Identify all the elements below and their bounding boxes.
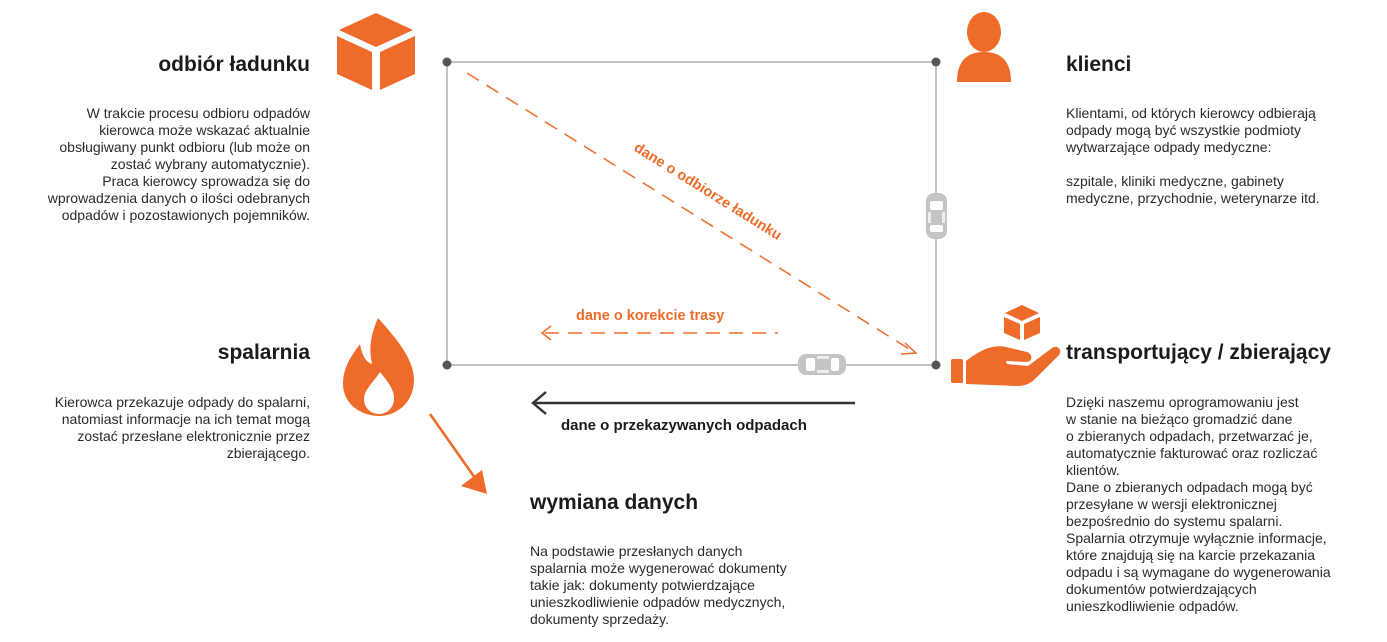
correction-edge-label: dane o korekcie trasy	[576, 308, 724, 324]
transporter-description: Dzięki naszemu oprogramowaniu jest w sta…	[1066, 394, 1331, 614]
data-exchange-section: wymiana danych Na podstawie przesłanych …	[530, 490, 850, 628]
clients-section: klienci Klientami, od których kierowcy o…	[1066, 52, 1386, 207]
data-exchange-title: wymiana danych	[530, 491, 699, 514]
pickup-section: odbiór ładunku W trakcie procesu odbioru…	[0, 52, 310, 224]
clients-description: Klientami, od których kierowcy odbierają…	[1066, 105, 1320, 206]
car-icon	[926, 193, 947, 239]
exchange-arrow	[428, 413, 487, 494]
transporter-section: transportujący / zbierający Dzięki nasze…	[1066, 340, 1387, 615]
transfer-data-arrow	[531, 391, 855, 415]
diagonal-edge-label: dane o odbiorze ładunku	[631, 140, 784, 244]
transfer-edge-label: dane o przekazywanych odpadach	[561, 417, 807, 434]
node-top-left	[442, 57, 452, 67]
correction-data-arrow	[540, 325, 778, 341]
incinerator-section: spalarnia Kierowca przekazuje odpady do …	[0, 340, 310, 462]
transporter-title: transportujący / zbierający	[1066, 341, 1331, 364]
node-bottom-left	[442, 360, 452, 370]
hand-with-box-icon	[951, 305, 1061, 386]
clients-title: klienci	[1066, 53, 1132, 76]
pickup-description: W trakcie procesu odbioru odpadów kierow…	[47, 105, 310, 223]
diagonal-data-arrow	[466, 72, 918, 355]
node-top-right	[931, 57, 941, 67]
node-bottom-right	[931, 360, 941, 370]
car-icon	[798, 354, 846, 375]
incinerator-title: spalarnia	[217, 341, 310, 364]
person-icon	[957, 12, 1011, 82]
incinerator-description: Kierowca przekazuje odpady do spalarni, …	[54, 394, 310, 461]
box-icon	[337, 13, 415, 90]
pickup-title: odbiór ładunku	[158, 53, 310, 76]
data-exchange-description: Na podstawie przesłanych danych spalarni…	[530, 543, 787, 627]
flame-icon	[343, 318, 414, 416]
